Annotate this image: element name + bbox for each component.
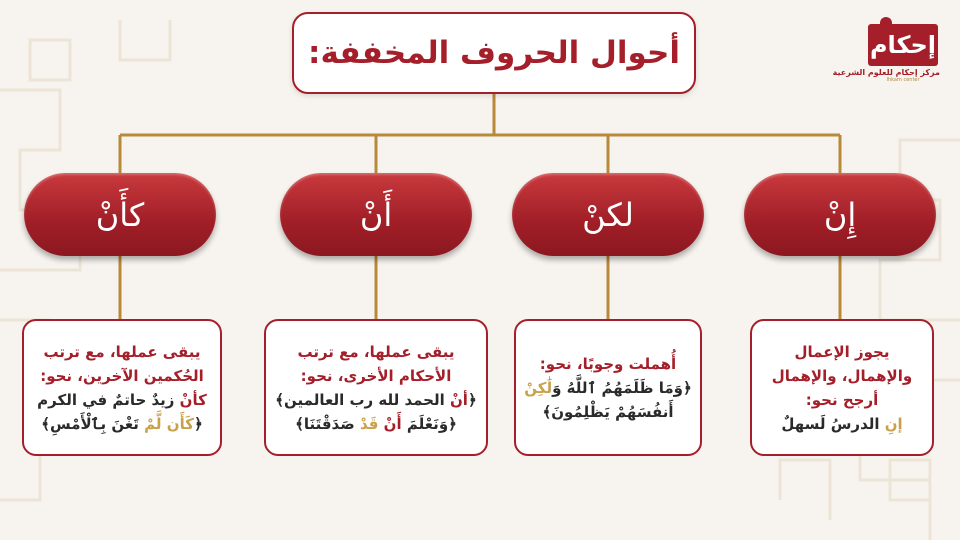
card-line-part: يبقى عملها، مع ترتب <box>297 342 455 361</box>
card-line-part: تَغْنَ بِٱلْأَمْسِ﴾ <box>41 414 145 433</box>
card-line: إنِ الدرسُ لَسهلٌ <box>781 412 902 436</box>
card-line-part: زيدٌ حاتمٌ في الكرم <box>37 390 175 409</box>
card-line: الحُكمين الآخرين، نحو: <box>40 364 204 388</box>
card-line-part: ﴿ <box>467 390 477 409</box>
card-line: يجوز الإعمال <box>795 340 890 364</box>
pill-lakin: لكنْ <box>512 173 704 256</box>
card-an: يبقى عملها، مع ترتب الأحكام الأخرى، نحو: ﴿… <box>264 319 488 456</box>
card-line-part: أَنفُسَهُمْ يَظْلِمُونَ﴾ <box>542 402 674 421</box>
card-line: ﴿وَمَا ظَلَمَهُمُ ٱللَّهُ وَلَٰكِنْ <box>524 376 692 400</box>
card-line-part: كَأَن لَّمْ <box>144 414 194 433</box>
card-lakin: أُهملت وجوبًا، نحو: ﴿وَمَا ظَلَمَهُمُ ٱلل… <box>514 319 702 456</box>
card-line-part: أنْ <box>444 390 468 409</box>
page-title: أحوال الحروف المخففة: <box>308 35 680 71</box>
card-line: ﴿كَأَن لَّمْ تَغْنَ بِٱلْأَمْسِ﴾ <box>41 412 203 436</box>
logo-mark: إحكام <box>868 17 938 66</box>
card-line-part: قَدْ <box>354 414 379 433</box>
card-line-part: الأحكام الأخرى، نحو: <box>300 366 452 385</box>
card-line: يبقى عملها، مع ترتب <box>297 340 454 364</box>
card-line-part: كأنْ <box>174 390 207 409</box>
card-line: أَنفُسَهُمْ يَظْلِمُونَ﴾ <box>542 400 673 424</box>
card-line-part: إنِ <box>879 414 903 433</box>
card-line-part: الحُكمين الآخرين، نحو: <box>40 366 204 385</box>
card-kaan: يبقى عملها، مع ترتب الحُكمين الآخرين، نحو… <box>22 319 222 456</box>
card-line-part: لَٰكِنْ <box>524 378 553 397</box>
title-box: أحوال الحروف المخففة: <box>292 12 696 94</box>
pill-in: إِنْ <box>744 173 936 256</box>
card-line-part: أُهملت وجوبًا، نحو: <box>539 354 677 373</box>
card-line-part: الحمد لله رب العالمين﴾ <box>275 390 445 409</box>
logo-subtitle: مركز إحكام للعلوم الشرعية <box>832 68 940 77</box>
card-line: كأنْ زيدٌ حاتمٌ في الكرم <box>37 388 207 412</box>
pill-kaan: كأَنْ <box>24 173 216 256</box>
card-line-part: أرجح نحو: <box>805 390 879 409</box>
pill-an: أَنْ <box>280 173 472 256</box>
card-line-part: أَنْ <box>378 414 402 433</box>
card-line: الأحكام الأخرى، نحو: <box>301 364 452 388</box>
card-line-part: يبقى عملها، مع ترتب <box>43 342 201 361</box>
card-line: ﴿أنْ الحمد لله رب العالمين﴾ <box>275 388 476 412</box>
card-line-part: الدرسُ لَسهلٌ <box>781 414 880 433</box>
card-line-part: صَدَقْتَنَا﴾ <box>295 414 355 433</box>
card-line: أرجح نحو: <box>806 388 878 412</box>
card-line: والإهمال، والإهمال <box>772 364 912 388</box>
card-line-part: ﴿وَنَعْلَمَ <box>401 414 457 433</box>
logo-tagline: Ihkam center <box>886 77 920 83</box>
card-line-part: والإهمال، والإهمال <box>771 366 913 385</box>
logo: إحكام مركز إحكام للعلوم الشرعية Ihkam ce… <box>832 17 940 90</box>
card-line-part: يجوز الإعمال <box>794 342 890 361</box>
card-line-part: ﴿وَمَا ظَلَمَهُمُ ٱللَّهُ وَ <box>552 378 692 397</box>
card-line: أُهملت وجوبًا، نحو: <box>540 352 676 376</box>
card-line: ﴿وَنَعْلَمَ أَنْ قَدْ صَدَقْتَنَا﴾ <box>295 412 457 436</box>
card-line: يبقى عملها، مع ترتب <box>43 340 200 364</box>
card-line-part: ﴿ <box>193 414 203 433</box>
